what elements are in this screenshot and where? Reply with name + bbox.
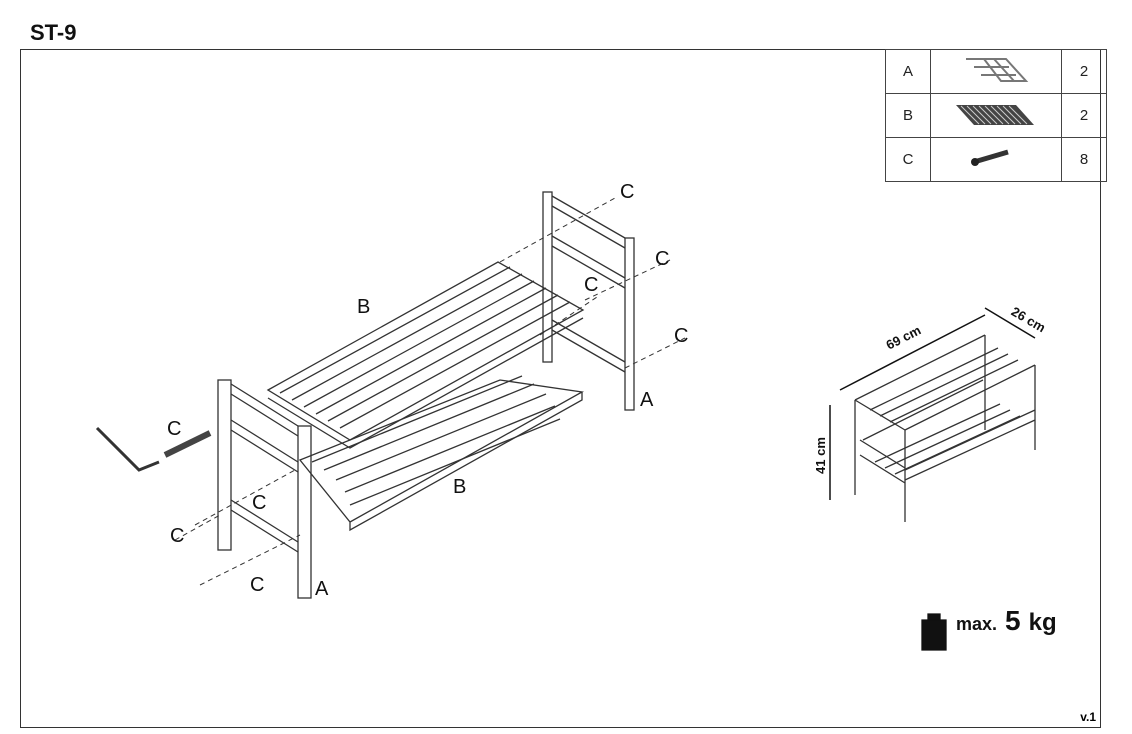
label-a: A — [640, 389, 654, 411]
label-c: C — [250, 574, 265, 596]
product-code: ST-9 — [30, 20, 77, 45]
dimension-view — [829, 307, 1036, 522]
version: v.1 — [1080, 710, 1096, 724]
max-value: 5 — [1005, 605, 1021, 636]
drawing-frame — [20, 49, 1101, 728]
front-side-frame — [217, 379, 312, 599]
upper-shelf — [266, 261, 585, 449]
weight-icon — [921, 613, 947, 651]
part-qty: 2 — [1061, 93, 1107, 138]
screw-icon — [930, 137, 1062, 182]
part-qty: 8 — [1061, 137, 1107, 182]
label-c: C — [170, 525, 185, 547]
lower-shelf — [298, 375, 584, 532]
max-label: max. — [956, 614, 998, 634]
label-c: C — [167, 418, 182, 440]
parts-table: A 2 B 2 C 8 — [885, 49, 1107, 182]
part-row: C 8 — [885, 137, 1107, 182]
label-c: C — [674, 325, 689, 347]
label-b: B — [453, 476, 467, 498]
height-dimension: 41 cm — [812, 437, 828, 474]
label-a: A — [315, 578, 329, 600]
label-c: C — [655, 248, 670, 270]
label-c: C — [252, 492, 267, 514]
back-side-frame — [542, 191, 635, 411]
max-unit: kg — [1028, 609, 1057, 636]
label-c: C — [584, 274, 599, 296]
max-load: max. 5 kg — [920, 605, 1057, 637]
allen-key-and-screw — [95, 426, 212, 472]
label-c: C — [620, 181, 635, 203]
label-b: B — [357, 296, 371, 318]
side-frame-icon — [930, 49, 1062, 94]
part-id: C — [885, 137, 931, 182]
part-row: B 2 — [885, 93, 1107, 138]
